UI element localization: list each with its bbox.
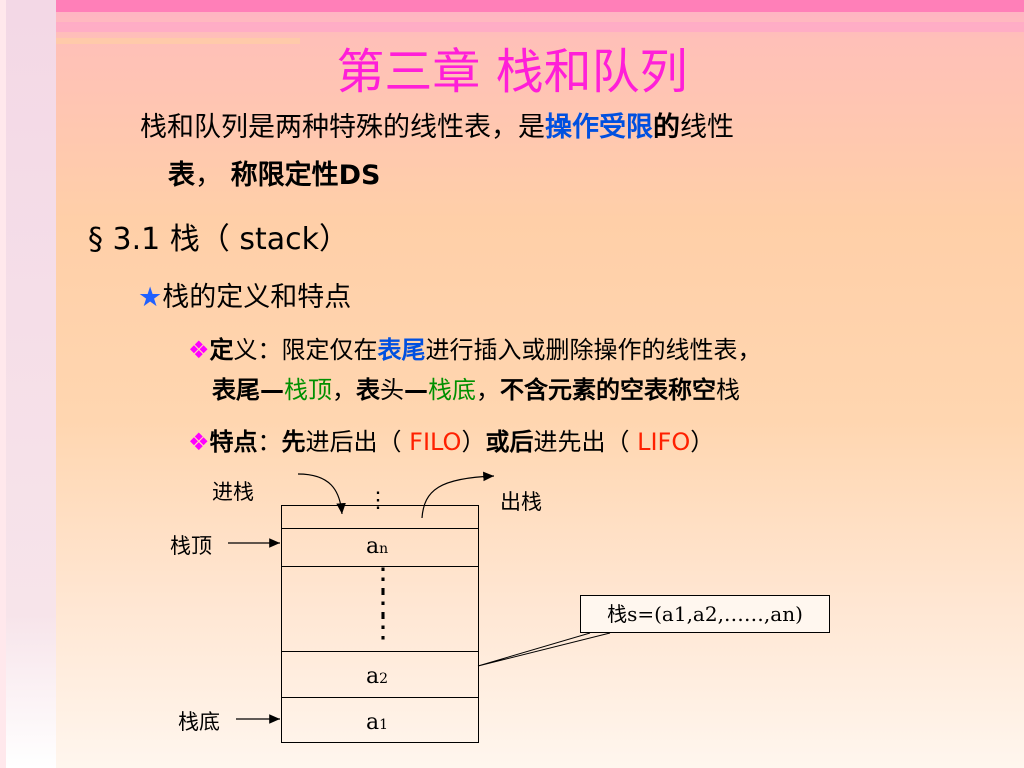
- top-decoration-accent: [0, 38, 300, 44]
- definition-text: 定: [209, 336, 234, 364]
- element-letter: a: [366, 664, 380, 689]
- star-icon: ★: [138, 282, 163, 313]
- stack-top-ellipsis: ⋮: [367, 488, 389, 513]
- stack-box: [281, 505, 479, 743]
- intro-highlight-restricted: 操作受限: [545, 112, 653, 143]
- ellipsis-part: ⋮: [368, 562, 398, 597]
- feature-text: ）: [461, 428, 486, 456]
- slide-title: 第三章 栈和队列: [336, 44, 688, 100]
- callout-pointer: [477, 632, 611, 667]
- element-subscript: 2: [379, 671, 389, 687]
- feature-text: 特点: [209, 428, 258, 456]
- stack-divider: [281, 697, 479, 698]
- stack-element-an: an: [366, 534, 388, 559]
- definition-text: 栈: [716, 376, 740, 404]
- push-arrow-icon: [297, 473, 346, 515]
- definition-stack-top: 栈顶: [284, 376, 332, 404]
- definition-dash: —: [260, 376, 284, 404]
- diamond-bullet-icon: ❖: [188, 428, 210, 456]
- definition-text: 头: [380, 376, 404, 404]
- element-letter: a: [366, 534, 380, 559]
- stack-element-a2: a2: [366, 664, 388, 689]
- ellipsis-part: ⋮: [368, 610, 398, 645]
- element-subscript: 1: [379, 717, 389, 733]
- definition-comma: ，: [332, 376, 356, 404]
- stack-top-label: 栈顶: [170, 534, 212, 558]
- push-label: 进栈: [212, 480, 254, 504]
- feature-text: ）: [690, 428, 715, 456]
- pop-label: 出栈: [500, 490, 542, 514]
- bullet-definition-and-features: ★栈的定义和特点: [138, 282, 351, 314]
- feature-line: ❖特点：先进后出（ FILO）或后进先出（ LIFO）: [188, 428, 714, 457]
- stack-divider: [281, 566, 479, 567]
- stack-middle-ellipsis: ⋮⋮⋮: [368, 565, 398, 643]
- intro-text-table: 表: [168, 160, 195, 191]
- definition-highlight-tail: 表尾: [377, 336, 426, 364]
- intro-text-de: 的: [653, 112, 680, 143]
- intro-line-1: 栈和队列是两种特殊的线性表，是操作受限的线性: [140, 112, 734, 144]
- definition-dash: —: [404, 376, 428, 404]
- feature-text: 或后: [485, 428, 534, 456]
- feature-lifo: LIFO: [637, 428, 691, 456]
- definition-comma: ，: [476, 376, 500, 404]
- ellipsis-part: ⋮: [368, 586, 398, 621]
- definition-text: 表尾: [212, 376, 260, 404]
- intro-text-linear: 线性: [680, 112, 734, 143]
- section-heading: § 3.1 栈（ stack）: [88, 222, 349, 257]
- top-decoration-bar-secondary: [0, 22, 1024, 32]
- definition-text: 进行插入或删除操作的线性表，: [425, 336, 762, 364]
- diamond-bullet-icon: ❖: [188, 336, 210, 364]
- left-decoration-strip: [0, 0, 56, 768]
- feature-text: ：: [257, 428, 282, 456]
- feature-text: 先: [281, 428, 306, 456]
- definition-text: 表: [356, 376, 380, 404]
- intro-comma: ，: [195, 160, 231, 191]
- element-letter: a: [366, 710, 380, 735]
- feature-text: 进后出（: [305, 428, 410, 456]
- feature-filo: FILO: [409, 428, 462, 456]
- intro-text-restricted-ds: 称限定性DS: [230, 160, 381, 191]
- intro-text: 栈和队列是两种特殊的线性表，是: [140, 112, 545, 143]
- intro-line-2: 表， 称限定性DS: [168, 160, 380, 192]
- definition-line-2: 表尾—栈顶，表头—栈底，不含元素的空表称空栈: [212, 376, 740, 405]
- element-subscript: n: [379, 541, 389, 557]
- stack-formula-callout: 栈s=(a1,a2,……,an): [580, 595, 830, 633]
- stack-element-a1: a1: [366, 710, 388, 735]
- pop-arrow-icon: [421, 471, 495, 519]
- definition-text: 不含元素的空表称空: [500, 376, 716, 404]
- bullet-text: 栈的定义和特点: [162, 282, 352, 313]
- definition-text: 义：限定仅在: [233, 336, 378, 364]
- stack-divider: [281, 528, 479, 529]
- stack-divider: [281, 651, 479, 652]
- feature-text: 进先出（: [533, 428, 638, 456]
- top-decoration-bar: [0, 0, 1024, 12]
- definition-line-1: ❖定义：限定仅在表尾进行插入或删除操作的线性表，: [188, 336, 762, 365]
- stack-bottom-label: 栈底: [178, 710, 220, 734]
- definition-stack-bottom: 栈底: [428, 376, 476, 404]
